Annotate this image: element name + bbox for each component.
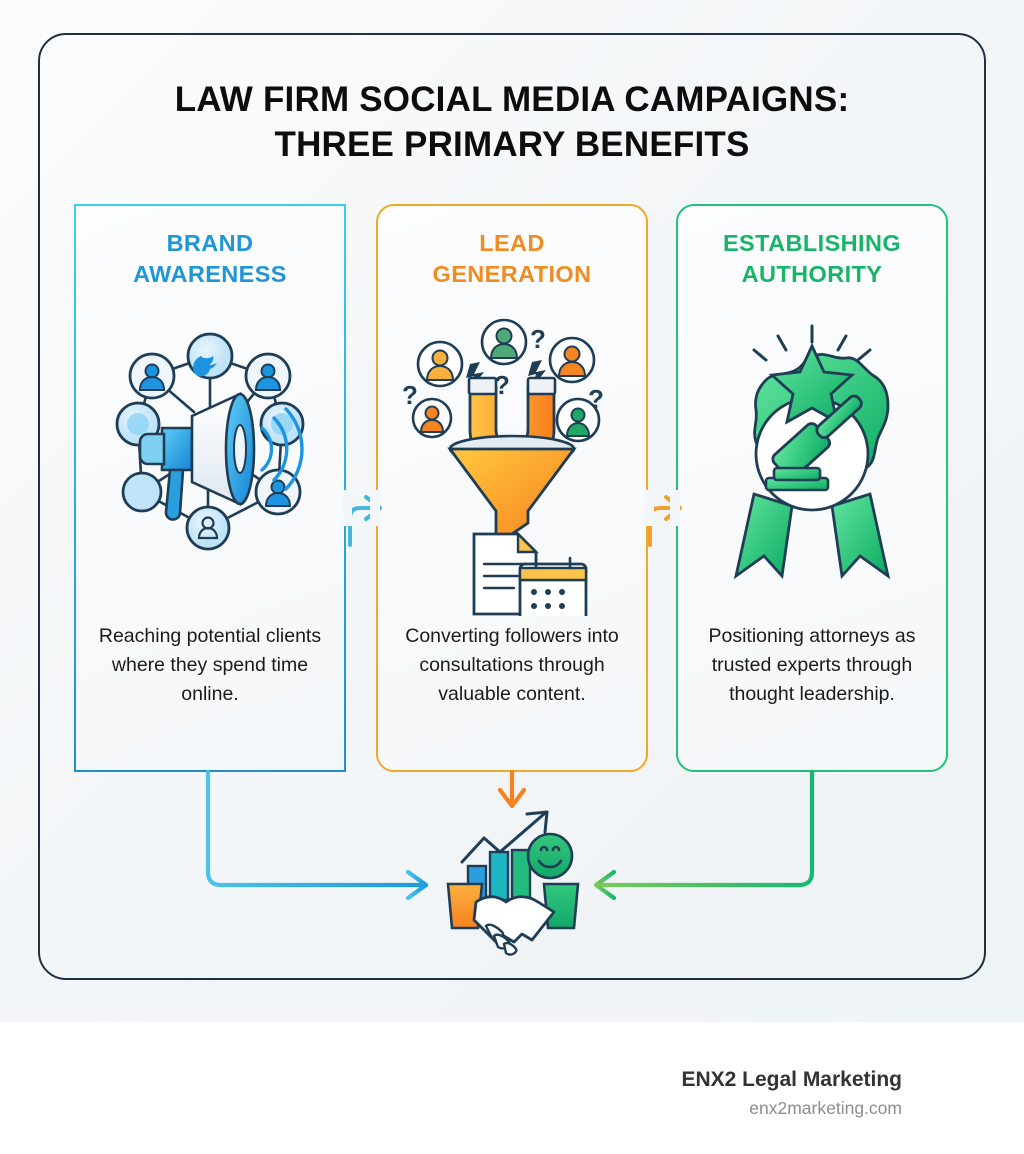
card-title-line-2: GENERATION (432, 261, 592, 288)
footer-website-url: enx2marketing.com (749, 1098, 902, 1118)
card-brand-awareness[interactable]: BRAND AWARENESS (74, 204, 352, 772)
card-body-lead-generation: Converting followers into consultations … (405, 625, 619, 705)
card-title-lead-generation: LEAD GENERATION (376, 228, 648, 291)
svg-text:?: ? (402, 380, 418, 410)
card-title-brand-awareness: BRAND AWARENESS (74, 228, 346, 291)
card-border-gap-right (644, 490, 654, 526)
title-line-2: THREE PRIMARY BENEFITS (274, 124, 750, 164)
card-border-gap-right (342, 490, 352, 526)
card-body-establishing-authority: Positioning attorneys as trusted experts… (708, 625, 916, 705)
card-title-line-2: AUTHORITY (741, 261, 883, 288)
poster-frame (38, 33, 986, 980)
title-line-1: LAW FIRM SOCIAL MEDIA CAMPAIGNS: (174, 80, 850, 119)
card-title-line-2: AWARENESS (133, 261, 287, 288)
svg-text:?: ? (588, 384, 604, 414)
award-gavel-badge-icon (692, 316, 932, 616)
footer-brand-name: ENX2 Legal Marketing (681, 1068, 902, 1091)
twitter-bird-glyph (193, 356, 217, 377)
megaphone-network-icon (90, 316, 330, 616)
svg-text:?: ? (494, 370, 510, 400)
footer-bar: ENX2 Legal Marketing enx2marketing.com (0, 1022, 1024, 1154)
card-title-line-1: ESTABLISHING (722, 230, 901, 256)
card-border-gap-left (370, 490, 380, 526)
magnet-funnel-icon: ?? ?? (392, 316, 632, 622)
card-body-brand-awareness: Reaching potential clients where they sp… (98, 625, 322, 705)
megaphone-shape (138, 391, 256, 521)
calendar-shape (518, 556, 588, 622)
card-title-line-1: LEAD (479, 230, 545, 256)
star-shape (768, 342, 856, 425)
card-establishing-authority[interactable]: ESTABLISHING AUTHORITY (670, 204, 948, 772)
gavel-shape (764, 394, 863, 492)
card-lead-generation[interactable]: LEAD GENERATION (370, 204, 654, 772)
poster-canvas: LAW FIRM SOCIAL MEDIA CAMPAIGNS: THREE P… (0, 0, 1024, 1022)
card-title-establishing-authority: ESTABLISHING AUTHORITY (676, 228, 948, 291)
page-title: LAW FIRM SOCIAL MEDIA CAMPAIGNS: THREE P… (38, 78, 986, 168)
handshake-growth-chart-icon (432, 806, 594, 966)
card-title-line-1: BRAND (166, 230, 254, 256)
funnel-shape (447, 434, 577, 548)
svg-text:?: ? (530, 324, 546, 354)
card-border-gap-left (670, 490, 680, 526)
